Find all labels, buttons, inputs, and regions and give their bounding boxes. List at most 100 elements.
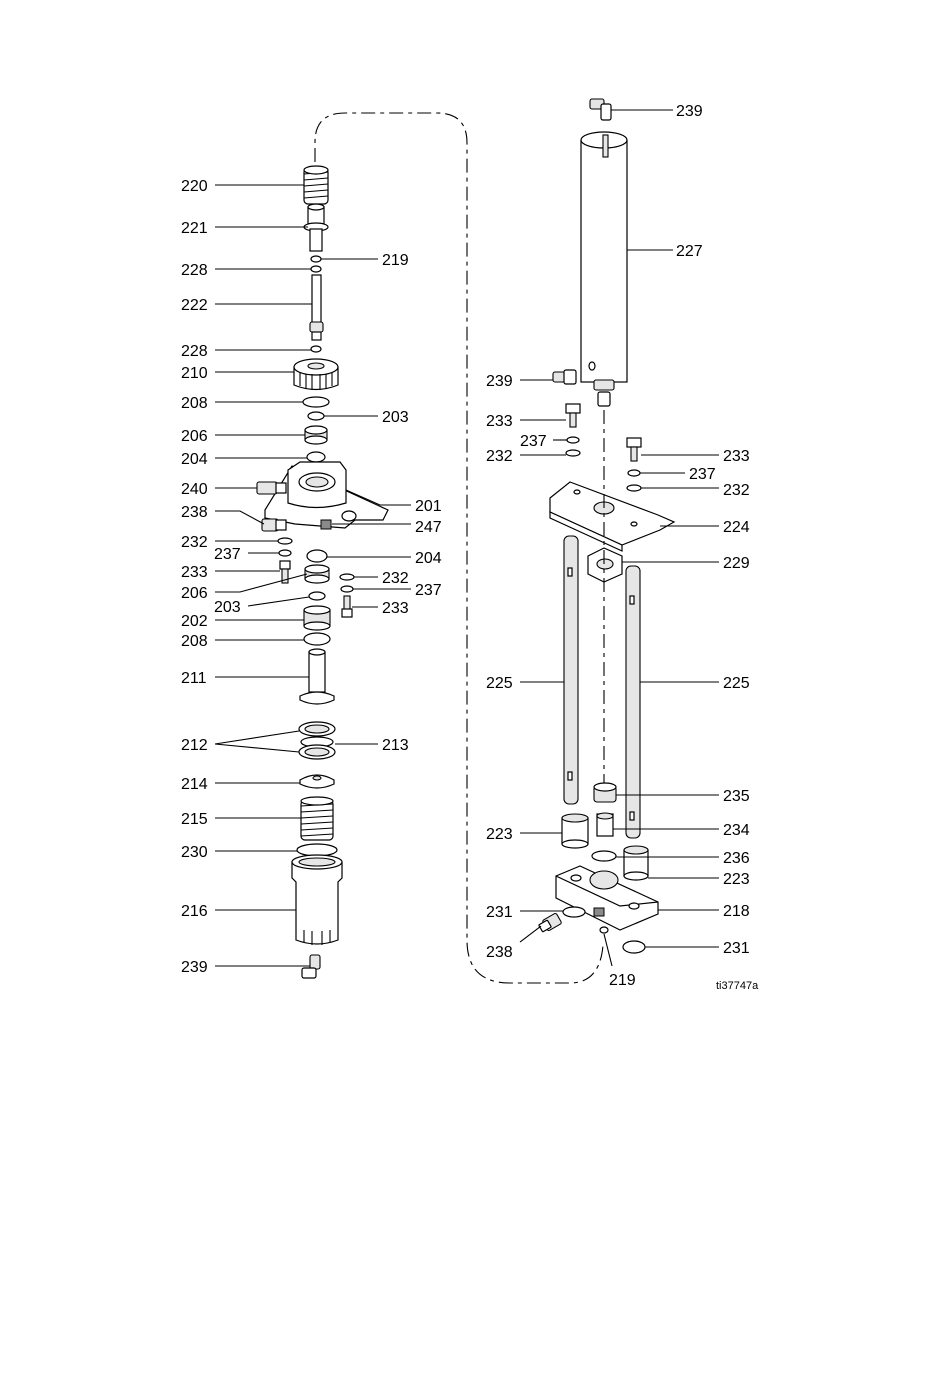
label-223-right: 223 bbox=[723, 871, 750, 888]
label-227: 227 bbox=[676, 243, 703, 260]
label-228-top: 228 bbox=[181, 262, 208, 279]
label-214: 214 bbox=[181, 776, 208, 793]
label-221: 221 bbox=[181, 220, 208, 237]
o-ring-231-right bbox=[623, 941, 645, 953]
elbow-239-side bbox=[553, 370, 576, 384]
label-206-bottom: 206 bbox=[181, 585, 208, 602]
lockwasher-237-left bbox=[279, 550, 291, 556]
label-206-top: 206 bbox=[181, 428, 208, 445]
right-assembly bbox=[539, 99, 674, 953]
label-210: 210 bbox=[181, 365, 208, 382]
label-233-left: 233 bbox=[181, 564, 208, 581]
o-ring-230 bbox=[297, 844, 337, 856]
label-232-upper-right: 232 bbox=[723, 482, 750, 499]
connection-path bbox=[315, 113, 603, 983]
label-208-bottom: 208 bbox=[181, 633, 208, 650]
packing-206-top bbox=[305, 426, 327, 444]
cylinder-216 bbox=[292, 855, 342, 945]
o-ring-236 bbox=[592, 851, 616, 861]
part-234 bbox=[597, 813, 613, 836]
label-229: 229 bbox=[723, 555, 750, 572]
fitting-240 bbox=[257, 482, 286, 494]
label-237-right: 237 bbox=[415, 582, 442, 599]
label-230: 230 bbox=[181, 844, 208, 861]
label-224: 224 bbox=[723, 519, 750, 536]
left-assembly bbox=[257, 166, 388, 978]
label-204-top: 204 bbox=[181, 451, 208, 468]
label-237-upper-right: 237 bbox=[689, 466, 716, 483]
label-233-upper-left: 233 bbox=[486, 413, 513, 430]
label-219-top: 219 bbox=[382, 252, 409, 269]
label-239-top: 239 bbox=[676, 103, 703, 120]
label-238-right: 238 bbox=[486, 944, 513, 961]
tie-rod-225-right bbox=[626, 566, 640, 838]
label-235: 235 bbox=[723, 788, 750, 805]
label-231-right: 231 bbox=[723, 940, 750, 957]
label-215: 215 bbox=[181, 811, 208, 828]
label-211: 211 bbox=[181, 670, 207, 687]
figure-reference: ti37747a bbox=[716, 980, 759, 992]
label-232-left: 232 bbox=[181, 534, 208, 551]
bolt-233-right bbox=[342, 596, 352, 617]
bolt-233-upper-left bbox=[566, 404, 580, 427]
label-201: 201 bbox=[415, 498, 442, 515]
o-ring-219-bottom bbox=[600, 927, 608, 933]
fitting-238-right bbox=[539, 913, 562, 932]
o-ring-208-top bbox=[303, 397, 329, 407]
washer-232-upper-right bbox=[627, 485, 641, 491]
label-231-left: 231 bbox=[486, 904, 513, 921]
lockwasher-237-right bbox=[341, 586, 353, 592]
label-203-top: 203 bbox=[382, 409, 409, 426]
label-222: 222 bbox=[181, 297, 208, 314]
cylinder-227 bbox=[581, 132, 627, 406]
ring-204-top bbox=[307, 452, 325, 462]
washer-232-left bbox=[278, 538, 292, 544]
seals-212-213 bbox=[299, 722, 335, 759]
ring-203-bottom bbox=[309, 592, 325, 600]
label-219-bottom: 219 bbox=[609, 972, 636, 989]
elbow-239-top bbox=[590, 99, 611, 120]
label-247: 247 bbox=[415, 519, 442, 536]
part-202 bbox=[304, 606, 330, 630]
housing-201 bbox=[265, 462, 388, 529]
bolt-233-upper-right bbox=[627, 438, 641, 461]
ring-203-top bbox=[308, 412, 324, 420]
label-237-left: 237 bbox=[214, 546, 241, 563]
label-216: 216 bbox=[181, 903, 208, 920]
label-237-upper-left: 237 bbox=[520, 433, 547, 450]
lockwasher-237-upper-left bbox=[567, 437, 579, 443]
label-239-left: 239 bbox=[181, 959, 208, 976]
label-233-upper-right: 233 bbox=[723, 448, 750, 465]
label-218: 218 bbox=[723, 903, 750, 920]
lockwasher-237-upper-right bbox=[628, 470, 640, 476]
o-ring-228-bottom bbox=[311, 346, 321, 352]
label-212: 212 bbox=[181, 737, 208, 754]
o-ring-228-top bbox=[311, 266, 321, 272]
spring-220 bbox=[304, 166, 328, 204]
tie-rod-225-left bbox=[564, 536, 578, 804]
label-239-side: 239 bbox=[486, 373, 513, 390]
label-228-bottom: 228 bbox=[181, 343, 208, 360]
cup-223-left bbox=[562, 814, 588, 848]
label-238-left: 238 bbox=[181, 504, 208, 521]
label-213: 213 bbox=[382, 737, 409, 754]
label-225-right: 225 bbox=[723, 675, 750, 692]
packing-nut-210 bbox=[294, 359, 338, 390]
label-202: 202 bbox=[181, 613, 208, 630]
label-233-right: 233 bbox=[382, 600, 409, 617]
washer-232-upper-left bbox=[566, 450, 580, 456]
label-225-left: 225 bbox=[486, 675, 513, 692]
rod-222 bbox=[310, 275, 323, 340]
o-ring-208-bottom bbox=[304, 633, 330, 645]
callout-labels: 220 221 228 219 222 228 210 208 203 206 … bbox=[181, 103, 759, 992]
cup-223-right bbox=[624, 846, 648, 880]
label-236: 236 bbox=[723, 850, 750, 867]
part-235 bbox=[594, 783, 616, 802]
label-232-right: 232 bbox=[382, 570, 409, 587]
ring-204-bottom bbox=[307, 550, 327, 562]
label-234: 234 bbox=[723, 822, 750, 839]
label-203-bottom: 203 bbox=[214, 599, 241, 616]
washer-232-right bbox=[340, 574, 354, 580]
part-214 bbox=[300, 775, 334, 788]
